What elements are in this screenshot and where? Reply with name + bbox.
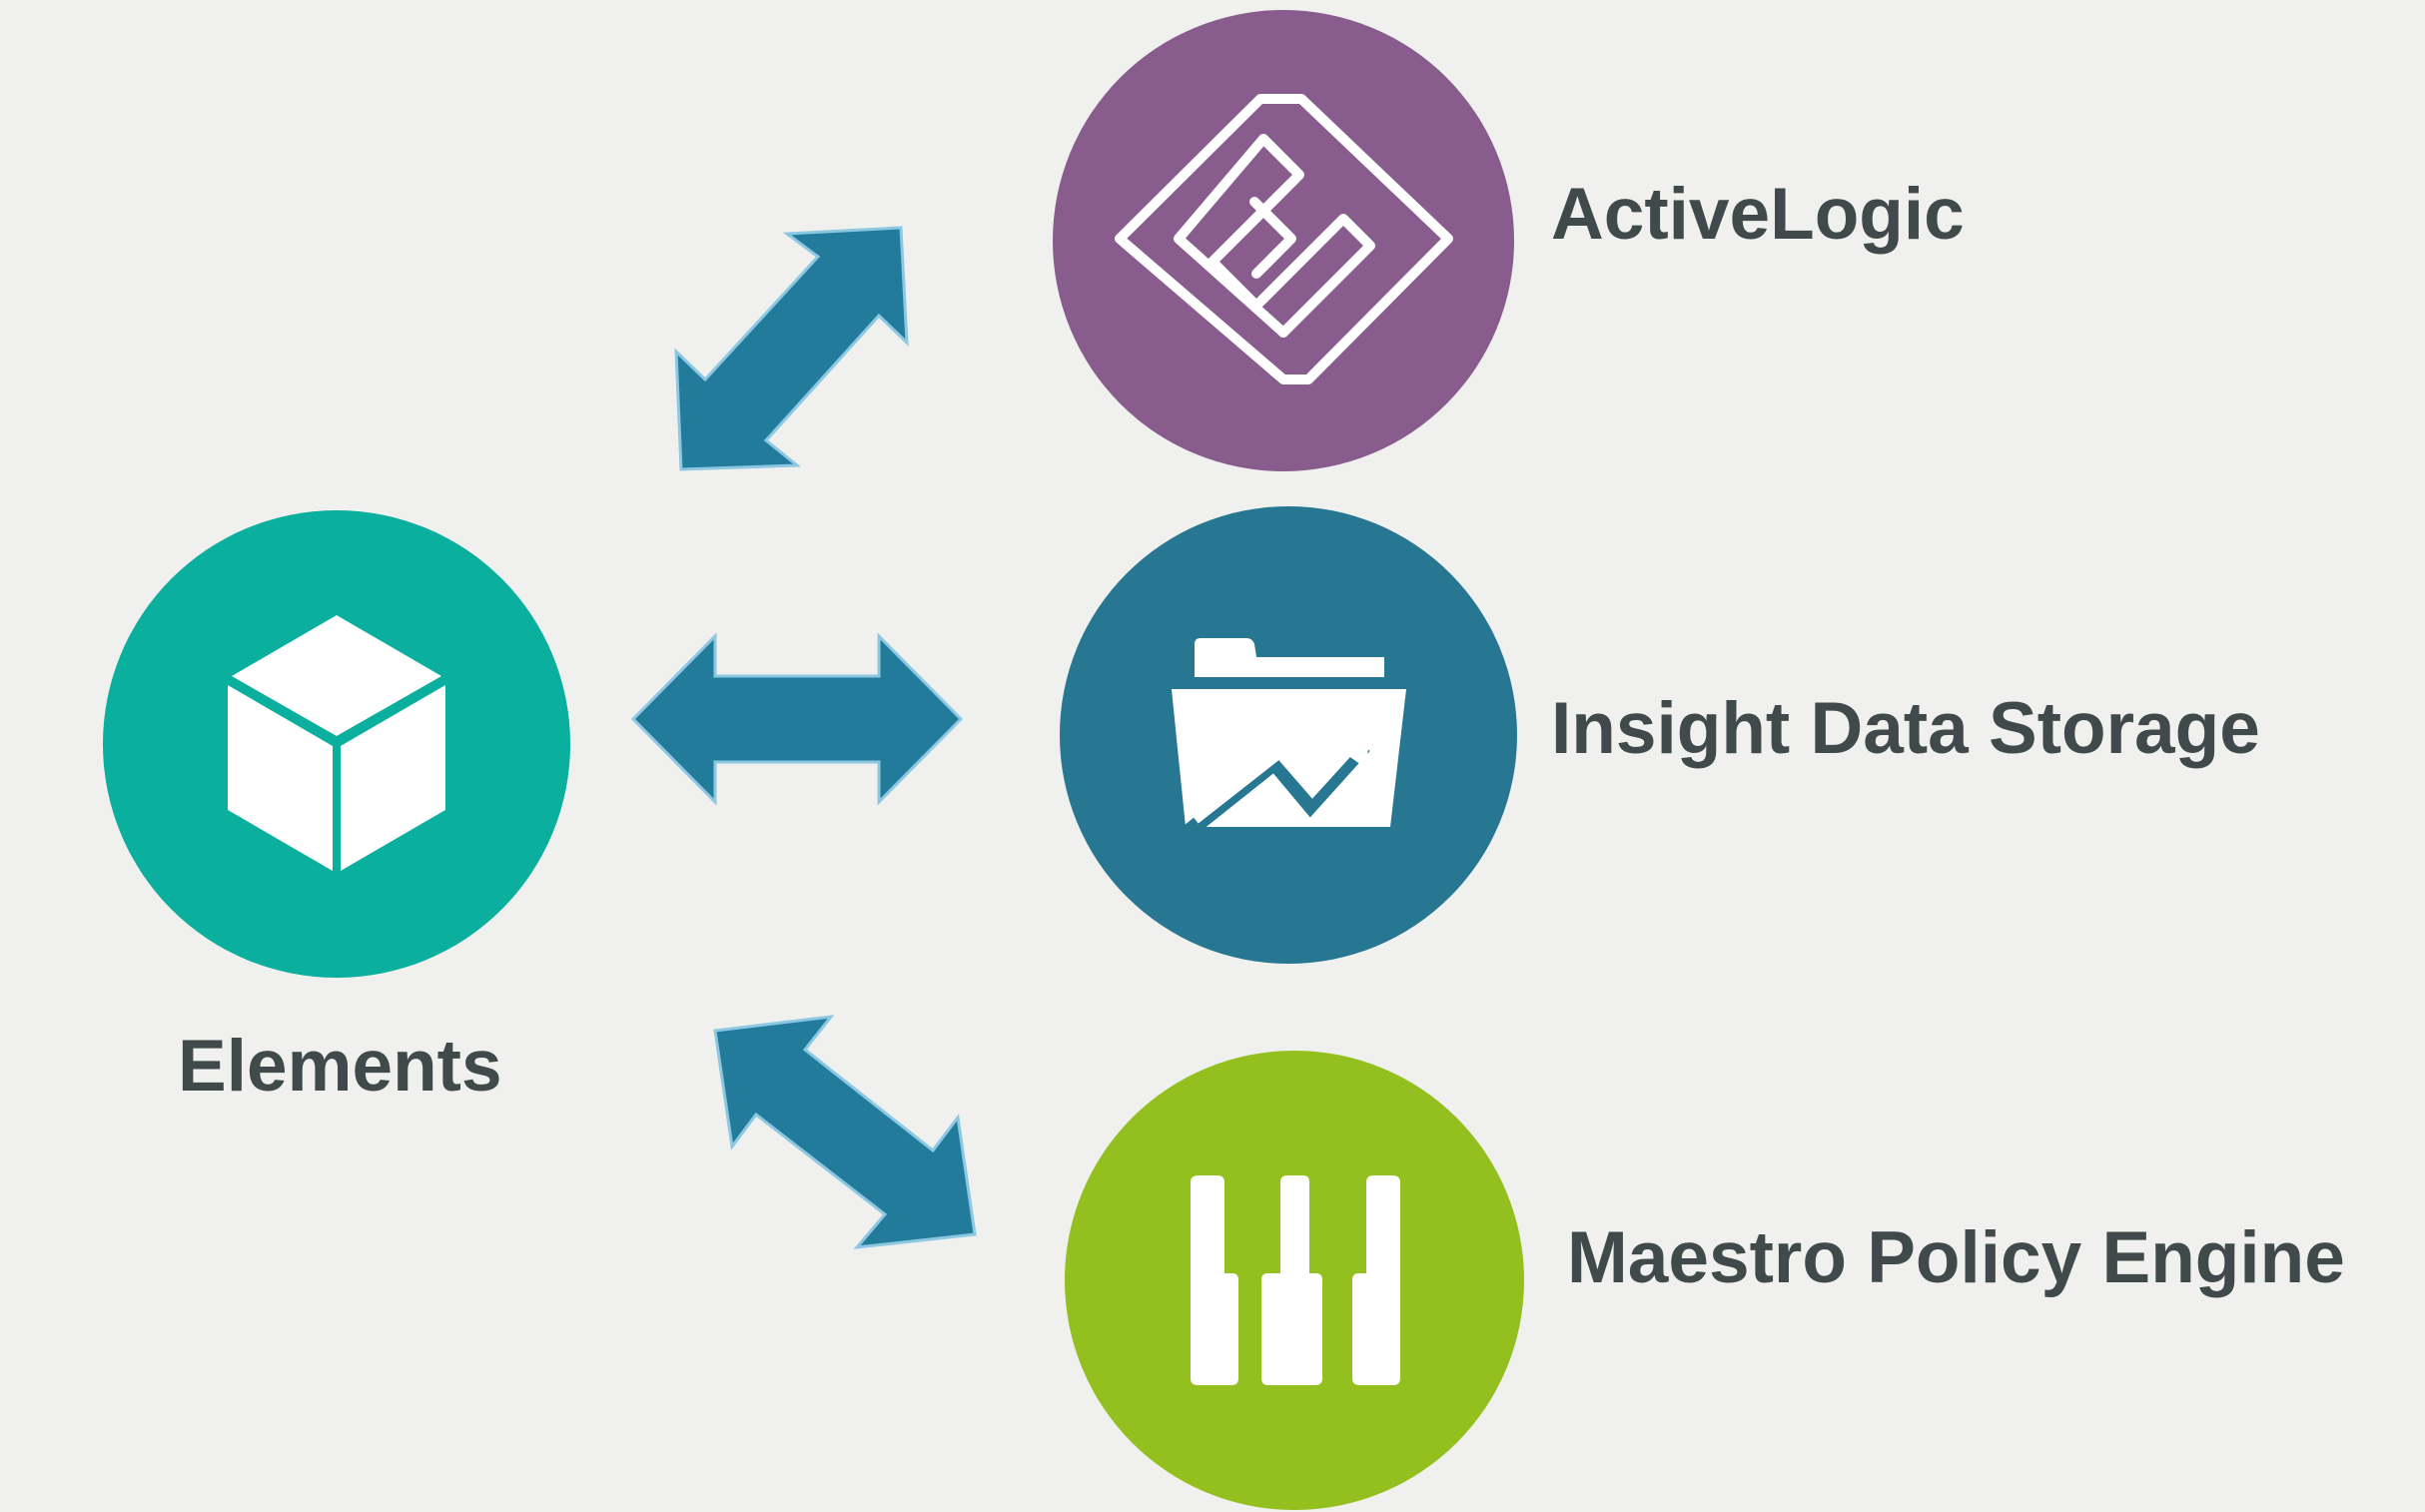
nested-diamond-icon <box>1115 94 1453 384</box>
arrow-elements-maestro <box>713 1015 977 1249</box>
maestro-node <box>1065 1051 1524 1510</box>
insight-node <box>1060 506 1517 964</box>
maestro-policy-engine-label: Maestro Policy Engine <box>1567 1217 2345 1298</box>
elements-label: Elements <box>178 1026 502 1107</box>
folder-chart-icon <box>1167 638 1406 851</box>
cube-icon <box>228 615 445 871</box>
piano-keys-icon <box>1191 1175 1400 1385</box>
arrow-elements-insight <box>630 632 964 806</box>
elements-circle <box>103 510 570 978</box>
insight-data-storage-label: Insight Data Storage <box>1551 688 2260 769</box>
elements-node <box>103 510 570 978</box>
activelogic-node <box>1053 10 1514 471</box>
activelogic-label: ActiveLogic <box>1551 174 1965 255</box>
arrow-elements-activelogic <box>674 226 909 471</box>
